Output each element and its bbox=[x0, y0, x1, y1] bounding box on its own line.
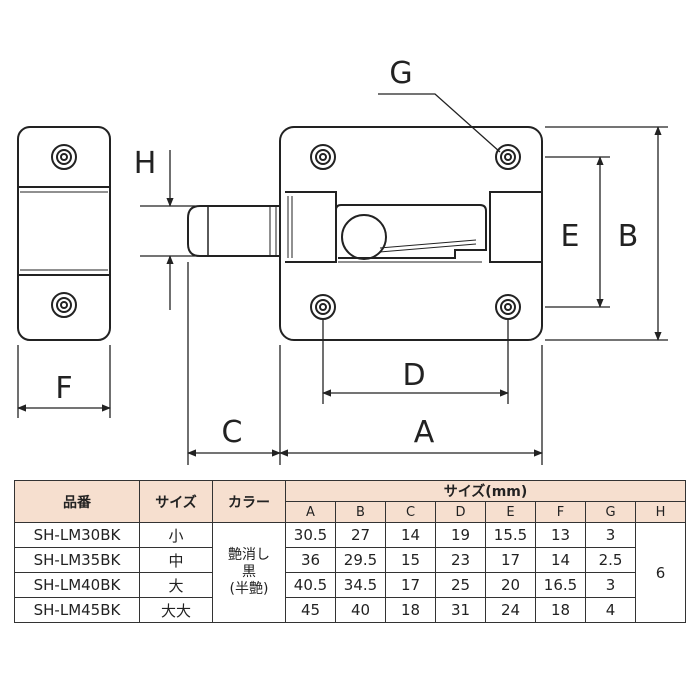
table-row: SH-LM30BK 小 艶消し 黒 (半艶) 30.5 27 14 19 15.… bbox=[14, 522, 686, 623]
table-row: SH-LM45BK 大大 45 40 18 31 24 18 4 bbox=[14, 597, 686, 623]
dim-label-g: G bbox=[389, 56, 412, 91]
header-dim-f: F bbox=[535, 501, 586, 523]
header-dim-d: D bbox=[435, 501, 486, 523]
cell-g: 4 bbox=[585, 597, 636, 623]
header-dim-c: C bbox=[385, 501, 436, 523]
screw-hole-icon bbox=[310, 144, 336, 170]
header-size: サイズ bbox=[139, 480, 213, 523]
header-dim-g: G bbox=[585, 501, 636, 523]
cell-g: 3 bbox=[585, 572, 636, 598]
dim-label-b: B bbox=[618, 219, 639, 254]
cell-d: 25 bbox=[435, 572, 486, 598]
cell-h: 6 bbox=[635, 522, 686, 623]
dimension-lines bbox=[17, 93, 668, 465]
screw-hole-icon bbox=[310, 294, 336, 320]
cell-a: 45 bbox=[285, 597, 336, 623]
color-line-1: 艶消し bbox=[228, 547, 270, 563]
cell-a: 30.5 bbox=[285, 522, 336, 548]
cell-b: 34.5 bbox=[335, 572, 386, 598]
screw-hole-icon bbox=[51, 292, 77, 318]
header-part-no: 品番 bbox=[14, 480, 140, 523]
cell-f: 18 bbox=[535, 597, 586, 623]
header-dim-b: B bbox=[335, 501, 386, 523]
dim-label-c: C bbox=[222, 415, 243, 450]
cell-size: 小 bbox=[139, 522, 213, 548]
cell-a: 40.5 bbox=[285, 572, 336, 598]
cell-a: 36 bbox=[285, 547, 336, 573]
cell-b: 29.5 bbox=[335, 547, 386, 573]
cell-c: 18 bbox=[385, 597, 436, 623]
cell-size: 大 bbox=[139, 572, 213, 598]
front-view bbox=[187, 126, 543, 341]
table-row: SH-LM40BK 大 40.5 34.5 17 25 20 16.5 3 bbox=[14, 572, 686, 598]
cell-c: 14 bbox=[385, 522, 436, 548]
cell-d: 19 bbox=[435, 522, 486, 548]
cell-e: 15.5 bbox=[485, 522, 536, 548]
cell-part-no: SH-LM30BK bbox=[14, 522, 140, 548]
screw-hole-icon bbox=[495, 144, 521, 170]
screw-hole-icon bbox=[495, 294, 521, 320]
dim-label-e: E bbox=[561, 219, 580, 254]
side-view bbox=[17, 126, 111, 341]
cell-e: 17 bbox=[485, 547, 536, 573]
cell-e: 20 bbox=[485, 572, 536, 598]
table-row: SH-LM35BK 中 36 29.5 15 23 17 14 2.5 bbox=[14, 547, 686, 573]
color-line-3: (半艶) bbox=[229, 581, 269, 597]
spec-table: 品番 サイズ カラー サイズ(mm) A B C D E F G H SH-LM… bbox=[14, 480, 686, 623]
header-dimensions: サイズ(mm) bbox=[285, 480, 686, 502]
cell-g: 2.5 bbox=[585, 547, 636, 573]
cell-part-no: SH-LM40BK bbox=[14, 572, 140, 598]
cell-size: 大大 bbox=[139, 597, 213, 623]
cell-part-no: SH-LM35BK bbox=[14, 547, 140, 573]
cell-d: 31 bbox=[435, 597, 486, 623]
cell-d: 23 bbox=[435, 547, 486, 573]
header-dim-e: E bbox=[485, 501, 536, 523]
cell-size: 中 bbox=[139, 547, 213, 573]
cell-f: 13 bbox=[535, 522, 586, 548]
header-color: カラー bbox=[212, 480, 286, 523]
dim-label-d: D bbox=[402, 358, 425, 393]
cell-b: 27 bbox=[335, 522, 386, 548]
dim-label-a: A bbox=[414, 415, 435, 450]
technical-drawing: G H E B D F C A bbox=[17, 56, 668, 465]
cell-part-no: SH-LM45BK bbox=[14, 597, 140, 623]
header-dim-h: H bbox=[635, 501, 686, 523]
cell-b: 40 bbox=[335, 597, 386, 623]
dim-label-h: H bbox=[134, 146, 157, 181]
table-subheader-row: A B C D E F G H bbox=[15, 501, 686, 523]
cell-color: 艶消し 黒 (半艶) bbox=[212, 522, 286, 623]
cell-f: 16.5 bbox=[535, 572, 586, 598]
dim-label-f: F bbox=[55, 371, 72, 406]
header-dim-a: A bbox=[285, 501, 336, 523]
cell-c: 17 bbox=[385, 572, 436, 598]
cell-f: 14 bbox=[535, 547, 586, 573]
cell-c: 15 bbox=[385, 547, 436, 573]
cell-g: 3 bbox=[585, 522, 636, 548]
color-line-2: 黒 bbox=[242, 564, 256, 580]
cell-e: 24 bbox=[485, 597, 536, 623]
table-header-row: 品番 サイズ カラー サイズ(mm) bbox=[14, 480, 686, 523]
screw-hole-icon bbox=[51, 144, 77, 170]
